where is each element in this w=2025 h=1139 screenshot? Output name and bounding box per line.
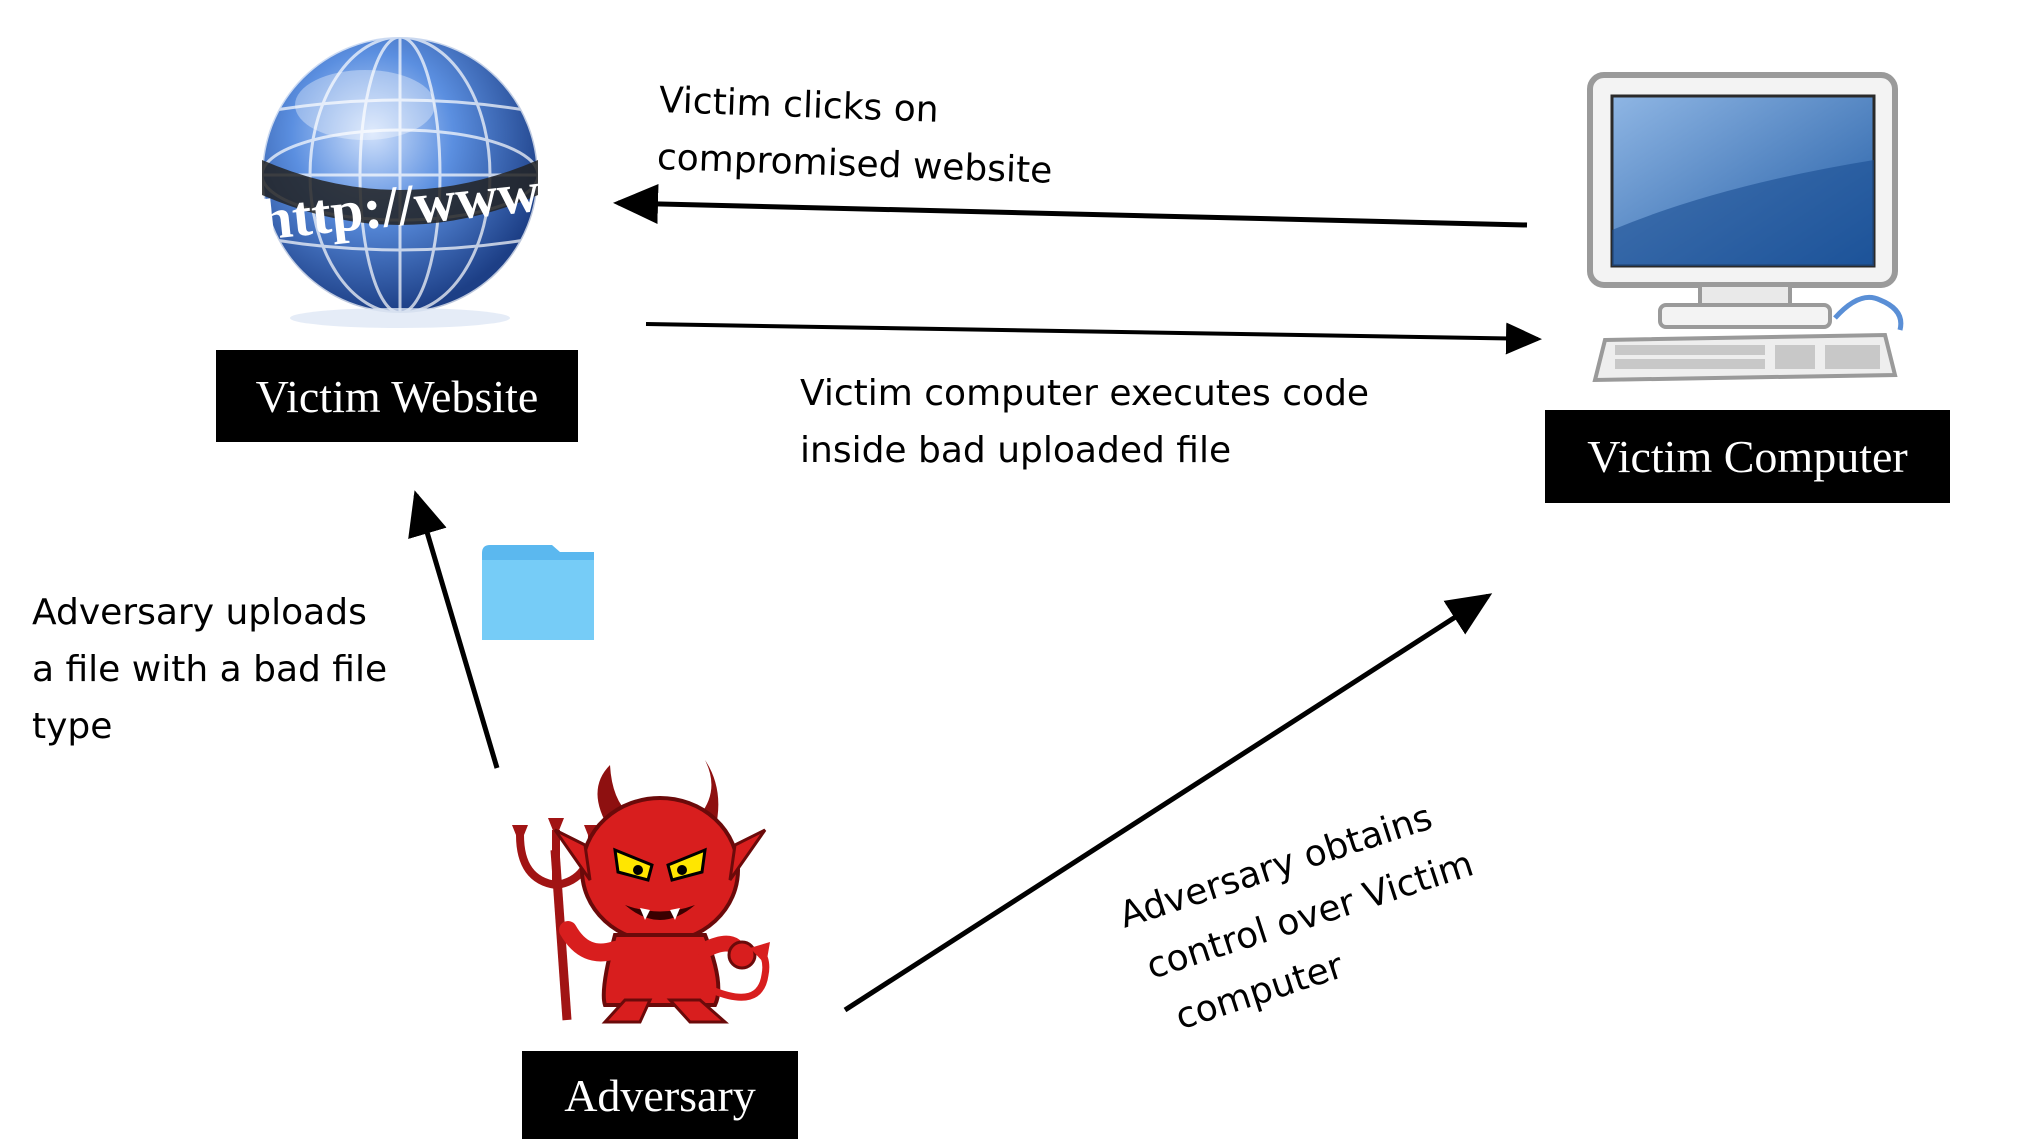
adversary-label: Adversary — [522, 1051, 798, 1139]
globe-www-icon: http://www — [257, 35, 542, 328]
caption-executes-code: Victim computer executes code inside bad… — [800, 365, 1369, 479]
caption-line: Adversary uploads — [32, 592, 367, 633]
folder-icon — [482, 545, 594, 640]
desktop-computer-icon — [1587, 72, 1904, 383]
devil-icon — [512, 760, 770, 1024]
caption-line: type — [32, 706, 113, 747]
caption-line: inside bad uploaded file — [800, 430, 1232, 471]
arrow-website-to-computer — [645, 322, 1542, 355]
caption-adversary-uploads: Adversary uploads a file with a bad file… — [32, 584, 387, 755]
caption-line: a file with a bad file — [32, 649, 388, 690]
arrow-adversary-to-computer — [843, 593, 1493, 1013]
arrow-computer-to-website — [613, 183, 1528, 228]
victim-computer-label: Victim Computer — [1545, 410, 1950, 503]
caption-line: Victim computer executes code — [800, 373, 1370, 414]
victim-website-label: Victim Website — [216, 350, 578, 442]
caption-victim-clicks: Victim clicks on compromised website — [656, 72, 1055, 200]
arrow-adversary-to-website — [408, 490, 500, 769]
